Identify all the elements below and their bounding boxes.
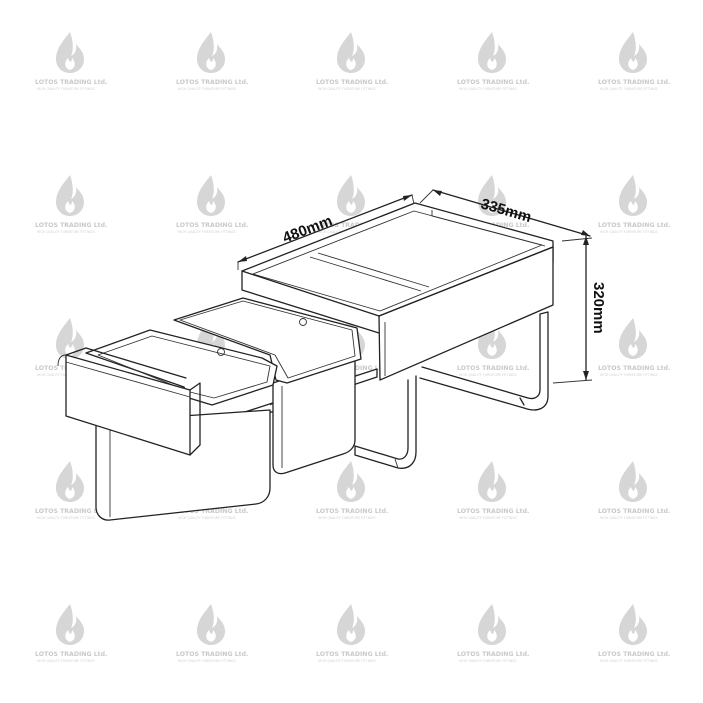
flame-logo-icon — [56, 318, 84, 359]
watermark-tagline: HIGH QUALITY FURNITURE FITTINGS — [600, 373, 658, 377]
watermark-brand: LOTOS TRADING Ltd. — [35, 79, 107, 86]
watermark-tagline: HIGH QUALITY FURNITURE FITTINGS — [459, 373, 517, 377]
watermark-brand: LOTOS TRADING Ltd. — [598, 508, 670, 515]
watermark-brand: LOTOS TRADING Ltd. — [598, 79, 670, 86]
flame-logo-icon — [478, 604, 506, 645]
watermark-tagline: HIGH QUALITY FURNITURE FITTINGS — [178, 516, 236, 520]
watermark-brand: LOTOS TRADING Ltd. — [457, 79, 529, 86]
watermark-logo: LOTOS TRADING Ltd.HIGH QUALITY FURNITURE… — [35, 32, 107, 91]
watermark-tagline: HIGH QUALITY FURNITURE FITTINGS — [459, 516, 517, 520]
watermark-logo: LOTOS TRADING Ltd.HIGH QUALITY FURNITURE… — [316, 604, 388, 663]
flame-logo-icon — [619, 318, 647, 359]
watermark-brand: LOTOS TRADING Ltd. — [316, 222, 388, 229]
watermark-logo: LOTOS TRADING Ltd.HIGH QUALITY FURNITURE… — [176, 175, 248, 234]
watermark-brand: LOTOS TRADING Ltd. — [598, 222, 670, 229]
watermark-tagline: HIGH QUALITY FURNITURE FITTINGS — [600, 87, 658, 91]
watermark-logo: LOTOS TRADING Ltd.HIGH QUALITY FURNITURE… — [176, 461, 248, 520]
watermark-brand: LOTOS TRADING Ltd. — [457, 508, 529, 515]
watermark-brand: LOTOS TRADING Ltd. — [457, 651, 529, 658]
watermark-brand: LOTOS TRADING Ltd. — [35, 508, 107, 515]
watermark-logo: LOTOS TRADING Ltd.HIGH QUALITY FURNITURE… — [598, 32, 670, 91]
watermark-tagline: HIGH QUALITY FURNITURE FITTINGS — [318, 659, 376, 663]
watermark-brand: LOTOS TRADING Ltd. — [316, 79, 388, 86]
watermark-tagline: HIGH QUALITY FURNITURE FITTINGS — [318, 516, 376, 520]
watermark-tagline: HIGH QUALITY FURNITURE FITTINGS — [600, 230, 658, 234]
flame-logo-icon — [337, 175, 365, 216]
rear-waste-bin — [173, 297, 362, 475]
watermark-brand: LOTOS TRADING Ltd. — [35, 222, 107, 229]
watermark-logo: LOTOS TRADING Ltd.HIGH QUALITY FURNITURE… — [35, 461, 107, 520]
watermark-logo: LOTOS TRADING Ltd.HIGH QUALITY FURNITURE… — [457, 604, 529, 663]
flame-logo-icon — [619, 604, 647, 645]
watermark-logo: LOTOS TRADING Ltd.HIGH QUALITY FURNITURE… — [35, 175, 107, 234]
dimension-depth — [237, 194, 415, 270]
front-waste-bin — [57, 329, 278, 521]
watermark-logo: LOTOS TRADING Ltd.HIGH QUALITY FURNITURE… — [598, 318, 670, 377]
watermark-tagline: HIGH QUALITY FURNITURE FITTINGS — [459, 659, 517, 663]
flame-logo-icon — [197, 175, 225, 216]
flame-logo-icon — [56, 175, 84, 216]
watermark-tagline: HIGH QUALITY FURNITURE FITTINGS — [178, 230, 236, 234]
dimension-height — [552, 235, 593, 384]
flame-logo-icon — [197, 604, 225, 645]
flame-logo-icon — [56, 461, 84, 502]
watermark-brand: LOTOS TRADING Ltd. — [176, 222, 248, 229]
watermark-tagline: HIGH QUALITY FURNITURE FITTINGS — [600, 516, 658, 520]
flame-logo-icon — [56, 32, 84, 73]
watermark-logo: LOTOS TRADING Ltd.HIGH QUALITY FURNITURE… — [316, 32, 388, 91]
watermark-tagline: HIGH QUALITY FURNITURE FITTINGS — [37, 87, 95, 91]
watermark-brand: LOTOS TRADING Ltd. — [176, 508, 248, 515]
watermark-logo: LOTOS TRADING Ltd.HIGH QUALITY FURNITURE… — [598, 461, 670, 520]
flame-logo-icon — [478, 32, 506, 73]
watermark-tagline: HIGH QUALITY FURNITURE FITTINGS — [37, 516, 95, 520]
watermark-brand: LOTOS TRADING Ltd. — [176, 651, 248, 658]
watermark-brand: LOTOS TRADING Ltd. — [316, 651, 388, 658]
watermark-brand: LOTOS TRADING Ltd. — [316, 508, 388, 515]
flame-logo-icon — [197, 32, 225, 73]
watermark-tagline: HIGH QUALITY FURNITURE FITTINGS — [600, 659, 658, 663]
watermark-brand: LOTOS TRADING Ltd. — [457, 365, 529, 372]
flame-logo-icon — [478, 461, 506, 502]
watermark-brand: LOTOS TRADING Ltd. — [176, 79, 248, 86]
watermark-tagline: HIGH QUALITY FURNITURE FITTINGS — [318, 87, 376, 91]
watermark-tagline: HIGH QUALITY FURNITURE FITTINGS — [37, 230, 95, 234]
watermark-brand: LOTOS TRADING Ltd. — [598, 365, 670, 372]
watermark-logo: LOTOS TRADING Ltd.HIGH QUALITY FURNITURE… — [457, 461, 529, 520]
watermark-logo: LOTOS TRADING Ltd.HIGH QUALITY FURNITURE… — [316, 461, 388, 520]
watermark-logo: LOTOS TRADING Ltd.HIGH QUALITY FURNITURE… — [598, 175, 670, 234]
watermark-tagline: HIGH QUALITY FURNITURE FITTINGS — [37, 659, 95, 663]
watermark-logo: LOTOS TRADING Ltd.HIGH QUALITY FURNITURE… — [457, 32, 529, 91]
watermark-logo: LOTOS TRADING Ltd.HIGH QUALITY FURNITURE… — [35, 604, 107, 663]
watermark-tagline: HIGH QUALITY FURNITURE FITTINGS — [459, 87, 517, 91]
watermark-brand: LOTOS TRADING Ltd. — [35, 651, 107, 658]
watermark-logo: LOTOS TRADING Ltd.HIGH QUALITY FURNITURE… — [457, 318, 529, 377]
watermark-tagline: HIGH QUALITY FURNITURE FITTINGS — [178, 659, 236, 663]
watermark-logo: LOTOS TRADING Ltd.HIGH QUALITY FURNITURE… — [176, 604, 248, 663]
watermark-tagline: HIGH QUALITY FURNITURE FITTINGS — [178, 87, 236, 91]
flame-logo-icon — [337, 32, 365, 73]
flame-logo-icon — [619, 175, 647, 216]
height-label: 320mm — [590, 282, 607, 334]
watermark-logo: LOTOS TRADING Ltd.HIGH QUALITY FURNITURE… — [598, 604, 670, 663]
flame-logo-icon — [619, 461, 647, 502]
flame-logo-icon — [56, 604, 84, 645]
flame-logo-icon — [337, 604, 365, 645]
flame-logo-icon — [619, 32, 647, 73]
dimension-width — [419, 189, 591, 237]
flame-logo-icon — [337, 461, 365, 502]
watermark-logo: LOTOS TRADING Ltd.HIGH QUALITY FURNITURE… — [176, 32, 248, 91]
watermark-brand: LOTOS TRADING Ltd. — [598, 651, 670, 658]
